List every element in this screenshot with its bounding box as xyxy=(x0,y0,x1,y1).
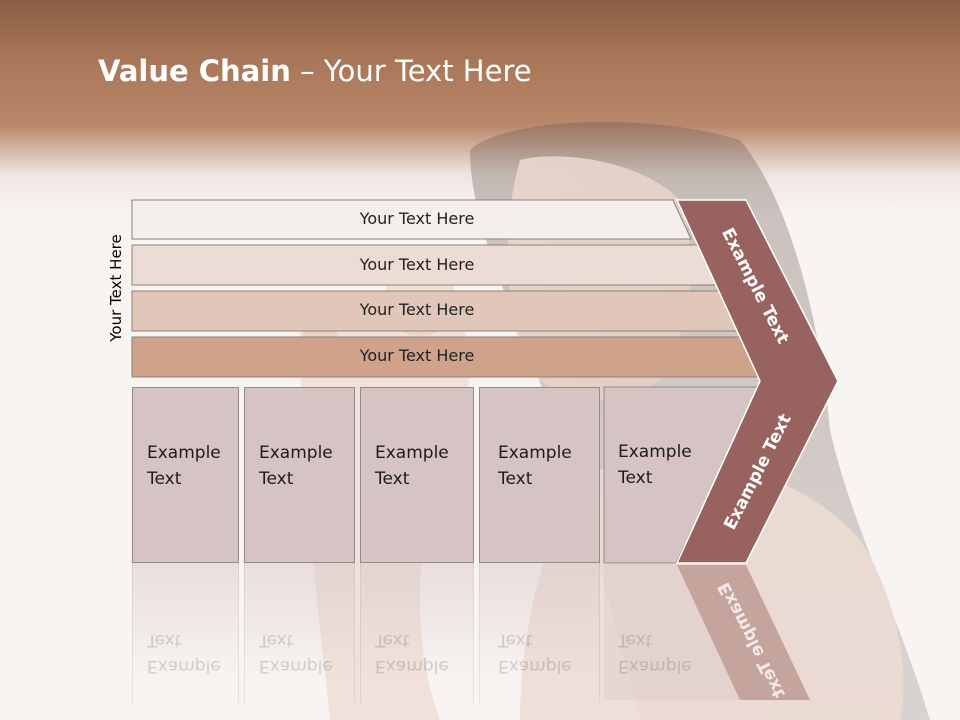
cell-3-line1: Example xyxy=(375,443,449,463)
band-1-label: Your Text Here xyxy=(359,209,475,228)
cell-5-refl-line1: Example xyxy=(618,656,692,676)
cell-3-reflection-text: Example Text xyxy=(375,627,475,679)
band-3-label: Your Text Here xyxy=(359,300,475,319)
cell-2-reflection: Example Text xyxy=(244,563,355,703)
cell-5-refl-line2: Text xyxy=(618,630,653,650)
cell-1-refl-line1: Example xyxy=(147,656,221,676)
cell-4-reflection: Example Text xyxy=(479,563,600,703)
cell-2-refl-line2: Text xyxy=(259,630,294,650)
band-4-label: Your Text Here xyxy=(359,346,475,365)
band-1-label-box: Your Text Here xyxy=(132,200,702,240)
cell-1-reflection-text: Example Text xyxy=(147,627,247,679)
band-3-label-box: Your Text Here xyxy=(132,291,702,331)
slide-title: Value Chain – Your Text Here xyxy=(98,54,532,88)
chevron-reflection-shape xyxy=(677,565,810,700)
cell-2-line1: Example xyxy=(259,443,333,463)
band-4-label-box: Your Text Here xyxy=(132,337,702,377)
cell-5-line1: Example xyxy=(618,442,692,462)
chevron-arrow-shape xyxy=(675,199,839,564)
cell-4-line1: Example xyxy=(498,443,572,463)
cell-2-refl-line1: Example xyxy=(259,656,333,676)
band-2-label-box: Your Text Here xyxy=(132,246,702,286)
cell-1-refl-line2: Text xyxy=(147,630,182,650)
cell-4-reflection-text: Example Text xyxy=(498,627,598,679)
cell-3-reflection: Example Text xyxy=(360,563,474,703)
title-bold-part: Value Chain xyxy=(98,54,291,88)
cell-2-reflection-text: Example Text xyxy=(259,627,359,679)
band-2-label: Your Text Here xyxy=(359,255,475,274)
cell-5-shape xyxy=(603,386,761,564)
cell-3-line2: Text xyxy=(375,469,410,489)
cell-2-line2: Text xyxy=(259,469,294,489)
cell-1-reflection: Example Text xyxy=(132,563,239,703)
band-1-shape xyxy=(131,199,692,240)
cell-5-reflection xyxy=(604,563,740,700)
cell-4-line2: Text xyxy=(498,469,533,489)
cell-5-reflection-text: Example Text xyxy=(618,627,718,679)
cell-3-refl-line1: Example xyxy=(375,656,449,676)
cell-5-line2: Text xyxy=(618,468,653,488)
cell-5-reflection-box: Example Text xyxy=(604,563,724,703)
cell-1-line1: Example xyxy=(147,443,221,463)
cell-4-refl-line1: Example xyxy=(498,656,572,676)
cell-4-refl-line2: Text xyxy=(498,630,533,650)
title-rest-part: – Your Text Here xyxy=(290,54,532,88)
cell-3-refl-line2: Text xyxy=(375,630,410,650)
cell-1-line2: Text xyxy=(147,469,182,489)
